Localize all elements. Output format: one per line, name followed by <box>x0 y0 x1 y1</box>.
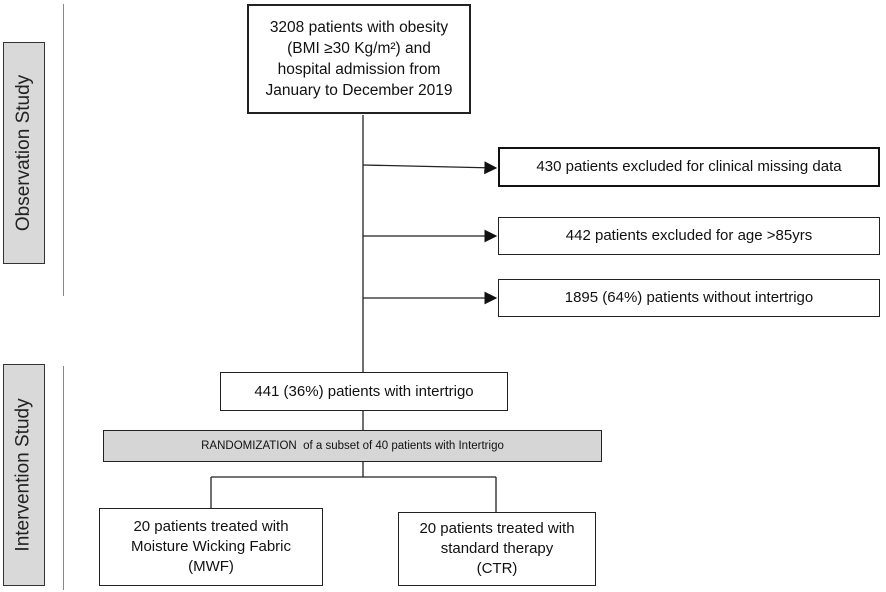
intervention-separator <box>63 366 64 590</box>
initial-line-3: hospital admission from <box>277 61 441 78</box>
excluded-missing-data-box: 430 patients excluded for clinical missi… <box>498 147 880 187</box>
excluded-age-text: 442 patients excluded for age >85yrs <box>565 227 813 244</box>
intervention-study-label: Intervention Study <box>3 364 45 586</box>
mwf-line-3: (MWF) <box>188 558 234 575</box>
observation-study-label: Observation Study <box>3 42 45 264</box>
excluded-age-box: 442 patients excluded for age >85yrs <box>498 217 880 255</box>
mwf-line-2: Moisture Wicking Fabric <box>130 538 292 555</box>
arrow-excluded-missing <box>362 161 498 175</box>
initial-line-4: January to December 2019 <box>265 82 453 99</box>
initial-line-1: 3208 patients with obesity <box>269 19 449 36</box>
ctr-line-2: standard therapy <box>440 540 554 557</box>
observation-separator <box>63 4 64 296</box>
with-intertrigo-text: 441 (36%) patients with intertrigo <box>254 382 474 400</box>
mwf-group-box: 20 patients treated with Moisture Wickin… <box>99 508 323 586</box>
randomization-text: RANDOMIZATION of a subset of 40 patients… <box>201 440 504 452</box>
initial-cohort-box: 3208 patients with obesity (BMI ≥30 Kg/m… <box>247 4 471 114</box>
ctr-line-3: (CTR) <box>476 560 518 577</box>
without-intertrigo-text: 1895 (64%) patients without intertrigo <box>564 289 814 306</box>
ctr-line-1: 20 patients treated with <box>419 520 575 537</box>
without-intertrigo-box: 1895 (64%) patients without intertrigo <box>498 279 880 317</box>
mwf-line-1: 20 patients treated with <box>133 518 289 535</box>
with-intertrigo-box: 441 (36%) patients with intertrigo <box>220 372 508 411</box>
randomization-box: RANDOMIZATION of a subset of 40 patients… <box>103 430 602 462</box>
intervention-study-text: Intervention Study <box>13 398 34 552</box>
ctr-group-box: 20 patients treated with standard therap… <box>398 512 596 586</box>
excluded-missing-data-text: 430 patients excluded for clinical missi… <box>536 158 842 175</box>
initial-line-2: (BMI ≥30 Kg/m²) and <box>287 40 431 57</box>
observation-study-text: Observation Study <box>13 74 34 232</box>
